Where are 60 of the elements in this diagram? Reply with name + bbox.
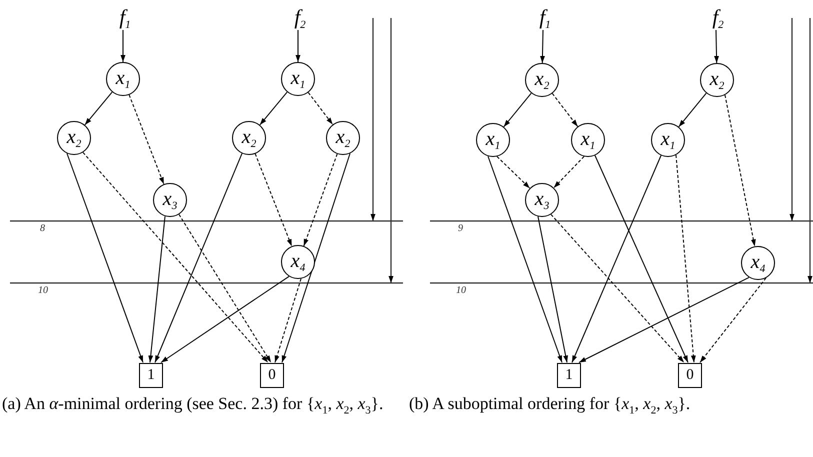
arrow — [572, 155, 662, 363]
variable-node: x$_{2}$ — [700, 63, 734, 97]
arrow — [259, 92, 288, 126]
variable-node: x$_{1}$ — [281, 62, 315, 96]
function-label: f$_{1}$ — [112, 6, 138, 30]
variable-node: x$_{1}$ — [476, 123, 510, 157]
arrow — [538, 216, 568, 363]
function-label: f$_{2}$ — [705, 6, 731, 30]
variable-node: x$_{3}$ — [153, 183, 187, 217]
arrow — [84, 92, 113, 126]
variable-node: x$_{2}$ — [57, 121, 91, 155]
arrow — [282, 153, 350, 363]
subfigure-caption: (b) A suboptimal ordering for {x$_{1}$, x$_{2}$, x$_{3}$}. — [409, 394, 692, 418]
dashed-arrow — [178, 214, 272, 363]
variable-node: x$_{1}$ — [106, 62, 140, 96]
function-label: f$_{2}$ — [287, 6, 313, 30]
dashed-arrow — [550, 214, 684, 363]
arrow — [160, 276, 290, 363]
level-number: 10 — [38, 285, 48, 296]
arrow — [578, 276, 750, 363]
level-number: 9 — [458, 223, 463, 234]
arrow — [540, 30, 545, 64]
level-number: 8 — [40, 223, 45, 234]
arrow — [714, 30, 719, 64]
dashed-arrow — [254, 153, 292, 247]
dashed-arrow — [274, 278, 302, 363]
dashed-arrow — [553, 156, 584, 188]
arrow — [296, 30, 300, 62]
terminal-node: 1 — [557, 362, 581, 388]
variable-node: x$_{4}$ — [741, 246, 775, 280]
dashed-arrow — [82, 152, 268, 363]
dashed-arrow — [724, 94, 756, 247]
level-number: 10 — [456, 285, 466, 296]
subfigure-caption: (a) An α-minimal ordering (see Sec. 2.3) for {x$_{1}$, x$_{2}$, x$_{3}$}. — [2, 394, 384, 418]
dashed-arrow — [496, 156, 530, 189]
variable-node: x$_{4}$ — [281, 245, 315, 279]
dashed-arrow — [303, 153, 338, 247]
variable-node: x$_{2}$ — [232, 121, 266, 155]
terminal-node: 1 — [139, 362, 163, 388]
variable-node: x$_{1}$ — [571, 123, 605, 157]
arrow — [148, 216, 166, 363]
dashed-arrow — [128, 94, 164, 185]
variable-node: x$_{1}$ — [651, 123, 685, 157]
arrow — [678, 92, 707, 128]
function-label: f$_{1}$ — [532, 6, 558, 30]
dashed-arrow — [552, 93, 578, 127]
arrow — [503, 92, 532, 128]
terminal-node: 0 — [260, 362, 284, 388]
dashed-arrow — [676, 154, 696, 363]
dashed-arrow — [308, 92, 334, 125]
terminal-node: 0 — [678, 362, 702, 388]
variable-node: x$_{2}$ — [525, 63, 559, 97]
arrow — [66, 153, 144, 363]
arrow — [154, 153, 242, 363]
variable-node: x$_{2}$ — [326, 121, 360, 155]
arrow — [594, 155, 688, 363]
arrow — [120, 30, 126, 62]
arrow — [488, 156, 562, 363]
dashed-arrow — [700, 278, 766, 363]
variable-node: x$_{3}$ — [525, 183, 559, 217]
